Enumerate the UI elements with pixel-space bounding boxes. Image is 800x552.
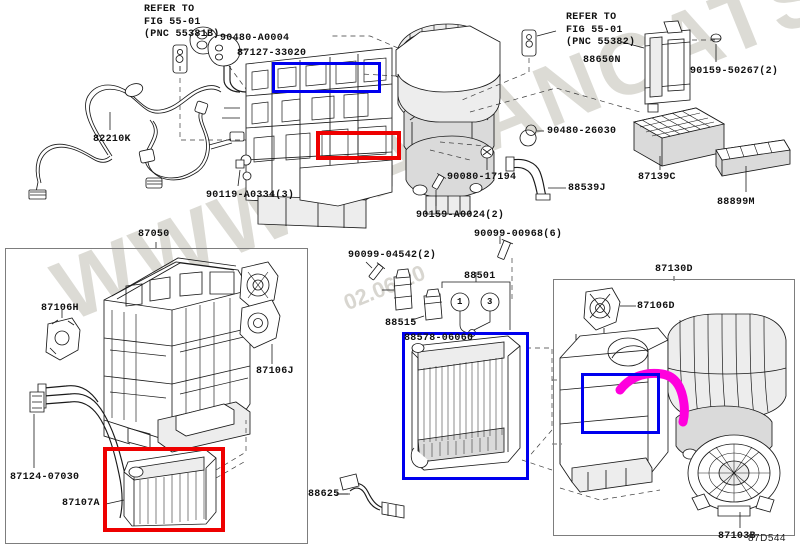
label-88539J: 88539J: [568, 183, 606, 194]
highlight-box-red-heater-core: [103, 447, 225, 532]
label-87103B: 87103B: [718, 531, 756, 542]
label-87107A: 87107A: [62, 498, 100, 509]
panel-87130D: [553, 279, 795, 536]
label-90080-17194: 90080-17194: [447, 172, 517, 183]
callout-1: 1: [457, 297, 463, 307]
panel-title-87130D: 87130D: [655, 264, 693, 275]
label-90480-26030: 90480-26030: [547, 126, 617, 137]
callout-3: 3: [487, 297, 493, 307]
label-82210K: 82210K: [93, 134, 131, 145]
label-88578-06060: 88578-06060: [404, 333, 474, 344]
label-87139C: 87139C: [638, 172, 676, 183]
note-refer-fig55-left: REFER TO FIG 55-01 (PNC 55381B): [144, 4, 220, 40]
watermark-date: 02.06.20: [340, 259, 429, 316]
label-90159-50267: 90159-50267(2): [690, 66, 779, 77]
note-refer-fig55-right: REFER TO FIG 55-01 (PNC 55382): [566, 12, 636, 48]
highlight-box-blue-case: [581, 373, 660, 434]
label-90099-00968: 90099-00968(6): [474, 229, 563, 240]
highlight-box-blue-top: [272, 62, 381, 93]
highlight-box-red-top: [316, 131, 401, 160]
panel-87050: [5, 248, 308, 544]
label-87124-07030: 87124-07030: [10, 472, 80, 483]
label-90480-A0004: 90480-A0004: [220, 33, 290, 44]
label-87106D: 87106D: [637, 301, 675, 312]
label-87127-33020: 87127-33020: [237, 48, 307, 59]
label-88515: 88515: [385, 318, 417, 329]
label-88625: 88625: [308, 489, 340, 500]
label-90099-04542: 90099-04542(2): [348, 250, 437, 261]
label-90119-A0334: 90119-A0334(3): [206, 190, 295, 201]
harness-82210k: [28, 83, 245, 200]
label-87106J: 87106J: [256, 366, 294, 377]
figure-code: 87D544: [747, 533, 786, 544]
label-88501: 88501: [464, 271, 496, 282]
panel-title-87050: 87050: [138, 229, 170, 240]
highlight-box-blue-evaporator: [402, 332, 529, 480]
label-87106H: 87106H: [41, 303, 79, 314]
label-90159-A0024: 90159-A0024(2): [416, 210, 505, 221]
seal-90480-26030: [519, 124, 544, 147]
label-88650N: 88650N: [583, 55, 621, 66]
label-88899M: 88899M: [717, 197, 755, 208]
